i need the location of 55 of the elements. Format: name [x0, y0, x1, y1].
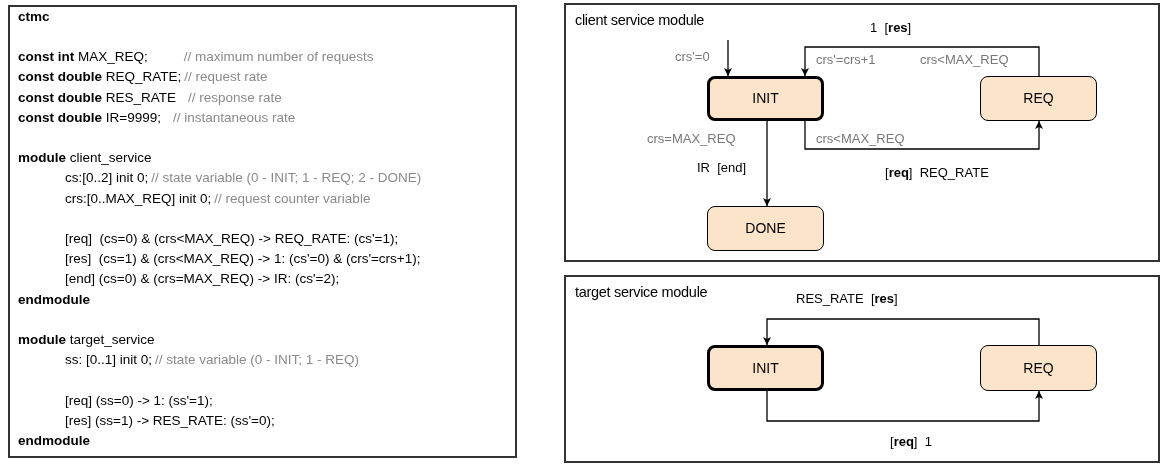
- code-line: const int MAX_REQ;: [18, 48, 148, 67]
- code-comment: // maximum number of requests: [183, 48, 374, 67]
- edge-label: 1 [res]: [870, 19, 912, 37]
- state-label: INIT: [752, 89, 779, 108]
- state-label: REQ: [1023, 89, 1054, 108]
- arrow: [766, 390, 1043, 422]
- guard-label: crs'=crs+1: [816, 51, 876, 69]
- code-line: crs:[0..MAX_REQ] init 0;: [65, 189, 212, 208]
- edge-label: crs'=0: [675, 48, 710, 66]
- code-comment: // instantaneous rate: [172, 108, 296, 127]
- code-comment: // state variable (0 - INIT; 1 - REQ; 2 - DONE): [151, 169, 422, 188]
- initial-state-box: [707, 76, 824, 121]
- module-panel: [564, 3, 1160, 262]
- code-panel: [8, 5, 517, 458]
- initial-state-box: [707, 345, 824, 391]
- guard-label: crs<MAX_REQ: [816, 130, 905, 148]
- code-comment: // request counter variable: [214, 189, 371, 208]
- arrow: [724, 39, 732, 77]
- state-box: [980, 345, 1097, 391]
- arrow: [763, 318, 1040, 346]
- code-line: const double REQ_RATE;: [18, 68, 182, 87]
- code-keyword: ctmc: [18, 7, 50, 26]
- state-label: DONE: [745, 219, 786, 238]
- edge-label: [req] 1: [890, 433, 932, 451]
- state-box: [707, 206, 824, 251]
- code-comment: // request rate: [184, 68, 268, 87]
- edge-label: RES_RATE [res]: [796, 290, 898, 308]
- guard-label: crs=MAX_REQ: [647, 130, 736, 148]
- state-label: REQ: [1023, 358, 1054, 378]
- code-line: ss: [0..1] init 0;: [65, 351, 153, 370]
- code-line: [res] (ss=1) -> RES_RATE: (ss'=0);: [65, 411, 275, 430]
- code-line: module client_service: [18, 149, 152, 168]
- code-comment: // state variable (0 - INIT; 1 - REQ): [155, 351, 360, 370]
- code-line: module target_service: [18, 331, 155, 350]
- edge-label: IR [end]: [697, 159, 747, 177]
- code-keyword: endmodule: [18, 432, 90, 451]
- module-panel: [564, 275, 1160, 463]
- arrow: [804, 120, 1043, 150]
- panel-title: target service module: [575, 283, 708, 302]
- code-line: const double IR=9999;: [18, 108, 161, 127]
- panel-title: client service module: [575, 11, 705, 30]
- state-box: [980, 76, 1097, 121]
- code-line: [res] (cs=1) & (crs<MAX_REQ) -> 1: (cs'=0) & (crs'=crs+1);: [65, 250, 421, 269]
- code-line: cs:[0..2] init 0;: [65, 169, 149, 188]
- arrow: [801, 46, 1040, 77]
- guard-label: crs<MAX_REQ: [920, 51, 1009, 69]
- code-keyword: endmodule: [18, 290, 90, 309]
- code-comment: // response rate: [188, 88, 282, 107]
- state-label: INIT: [752, 358, 779, 378]
- code-line: [end] (cs=0) & (crs=MAX_REQ) -> IR: (cs'=2);: [65, 270, 340, 289]
- arrow: [763, 120, 771, 207]
- edge-label: [req] REQ_RATE: [885, 164, 989, 182]
- code-line: [req] (ss=0) -> 1: (ss'=1);: [65, 391, 213, 410]
- code-line: const double RES_RATE: [18, 88, 177, 107]
- code-line: [req] (cs=0) & (crs<MAX_REQ) -> REQ_RATE: (cs'=1);: [65, 230, 399, 249]
